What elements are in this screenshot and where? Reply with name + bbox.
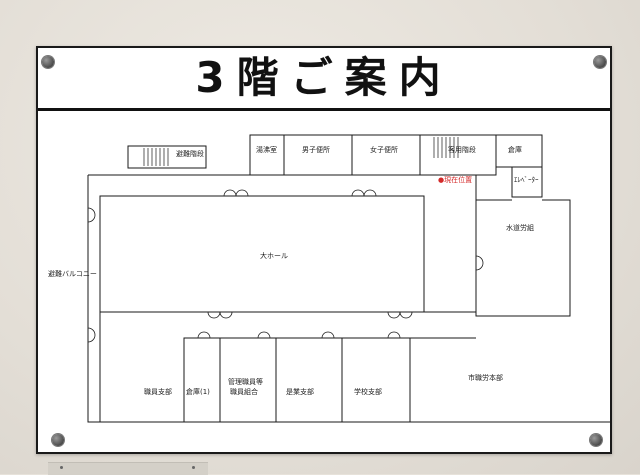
wall-strip (48, 462, 208, 475)
label-storage-top: 倉庫 (508, 145, 522, 154)
label-evac-balcony: 避難バルコニー (48, 269, 97, 278)
evac-stairs-box (127, 145, 207, 169)
screw-bottom-right (590, 434, 602, 446)
label-elevator: ｴﾚﾍﾞｰﾀｰ (514, 176, 539, 184)
label-mgmt-union-1: 管理職員等 (228, 377, 263, 386)
label-city-labor-hq: 市職労本部 (468, 373, 503, 382)
screw-top-right (594, 56, 606, 68)
label-school-branch: 学校支部 (354, 387, 382, 396)
label-storage-1: 倉庫(1) (186, 387, 210, 396)
floor-guide-sign: 3階ご案内 (36, 46, 612, 454)
label-main-hall: 大ホール (260, 251, 288, 260)
school-branch-box (341, 337, 411, 423)
strip-dot-left (60, 466, 63, 469)
sign-title: 3階ご案内 (195, 53, 453, 102)
label-staff-branch: 職員支部 (144, 387, 172, 396)
label-evac-stairs: 避難階段 (176, 149, 204, 158)
screw-top-left (42, 56, 54, 68)
current-location-marker: ●現在位置 (438, 175, 472, 184)
label-mens-toilet: 男子便所 (302, 145, 330, 154)
top-rooms-outline (249, 134, 497, 176)
strip-dot-right (192, 466, 195, 469)
label-guest-stairs: 客用階段 (448, 145, 476, 154)
label-womens-toilet: 女子便所 (370, 145, 398, 154)
label-kitchen: 湯沸室 (256, 145, 277, 154)
floor-plan: 避難階段 湯沸室 男子便所 女子便所 客用階段 倉庫 ●現在位置 ｴﾚﾍﾞｰﾀｰ… (48, 134, 610, 423)
title-divider (38, 108, 610, 111)
elevator-box (511, 166, 543, 198)
label-mgmt-union-2: 職員組合 (230, 387, 258, 396)
main-hall-box (99, 195, 425, 313)
storage-1-box (183, 337, 221, 423)
label-enterprise-branch: 是業支部 (286, 387, 314, 396)
enterprise-branch-box (275, 337, 343, 423)
label-water-union: 水道労組 (506, 223, 534, 232)
screw-bottom-left (52, 434, 64, 446)
